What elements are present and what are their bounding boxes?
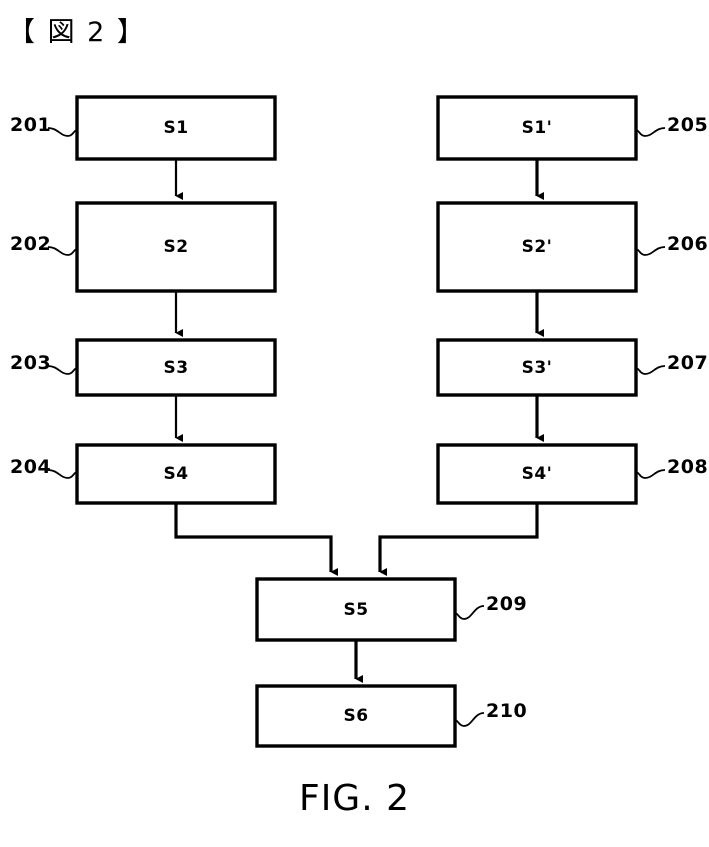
leader-line-207 (635, 365, 666, 375)
box-label-s4: S4 (163, 464, 189, 484)
leader-line-208 (635, 469, 666, 479)
ref-numeral-205: 205 (667, 114, 709, 136)
leader-line-204 (47, 469, 78, 479)
leader-line-201 (47, 127, 78, 137)
ref-numeral-204: 204 (10, 456, 52, 478)
connector-s4-to-s5 (174, 503, 338, 576)
process-box-s5[interactable] (255, 577, 457, 642)
ref-numeral-207: 207 (667, 352, 709, 374)
figure-caption: FIG. 2 (298, 778, 410, 819)
box-label-s5: S5 (343, 600, 369, 620)
ref-numeral-208: 208 (667, 456, 709, 478)
ref-numeral-203: 203 (10, 352, 52, 374)
process-box-s3[interactable] (75, 338, 277, 397)
ref-numeral-201: 201 (10, 114, 52, 136)
connector-s4p-to-s5 (378, 503, 539, 576)
leader-line-206 (635, 246, 666, 256)
ref-numeral-209: 209 (486, 593, 528, 615)
process-box-s4-prime[interactable] (436, 443, 638, 505)
ref-numeral-206: 206 (667, 233, 709, 255)
leader-line-205 (635, 127, 666, 137)
leader-line-202 (47, 246, 78, 256)
leader-line-210 (454, 712, 485, 727)
box-label-s4-prime: S4' (521, 464, 553, 484)
process-box-s1[interactable] (75, 95, 277, 161)
box-label-s6: S6 (343, 706, 369, 726)
box-label-s2-prime: S2' (521, 237, 553, 257)
ref-numeral-210: 210 (486, 700, 528, 722)
process-box-s2[interactable] (75, 201, 277, 293)
box-label-s3: S3 (163, 358, 189, 378)
leader-line-209 (454, 605, 485, 620)
box-label-s1-prime: S1' (521, 118, 553, 138)
process-box-s6[interactable] (255, 684, 457, 748)
leader-line-203 (47, 365, 78, 375)
box-label-s2: S2 (163, 237, 189, 257)
figure-header: 【 図 2 】 (8, 17, 146, 48)
box-label-s3-prime: S3' (521, 358, 553, 378)
box-label-s1: S1 (163, 118, 189, 138)
ref-numeral-202: 202 (10, 233, 52, 255)
